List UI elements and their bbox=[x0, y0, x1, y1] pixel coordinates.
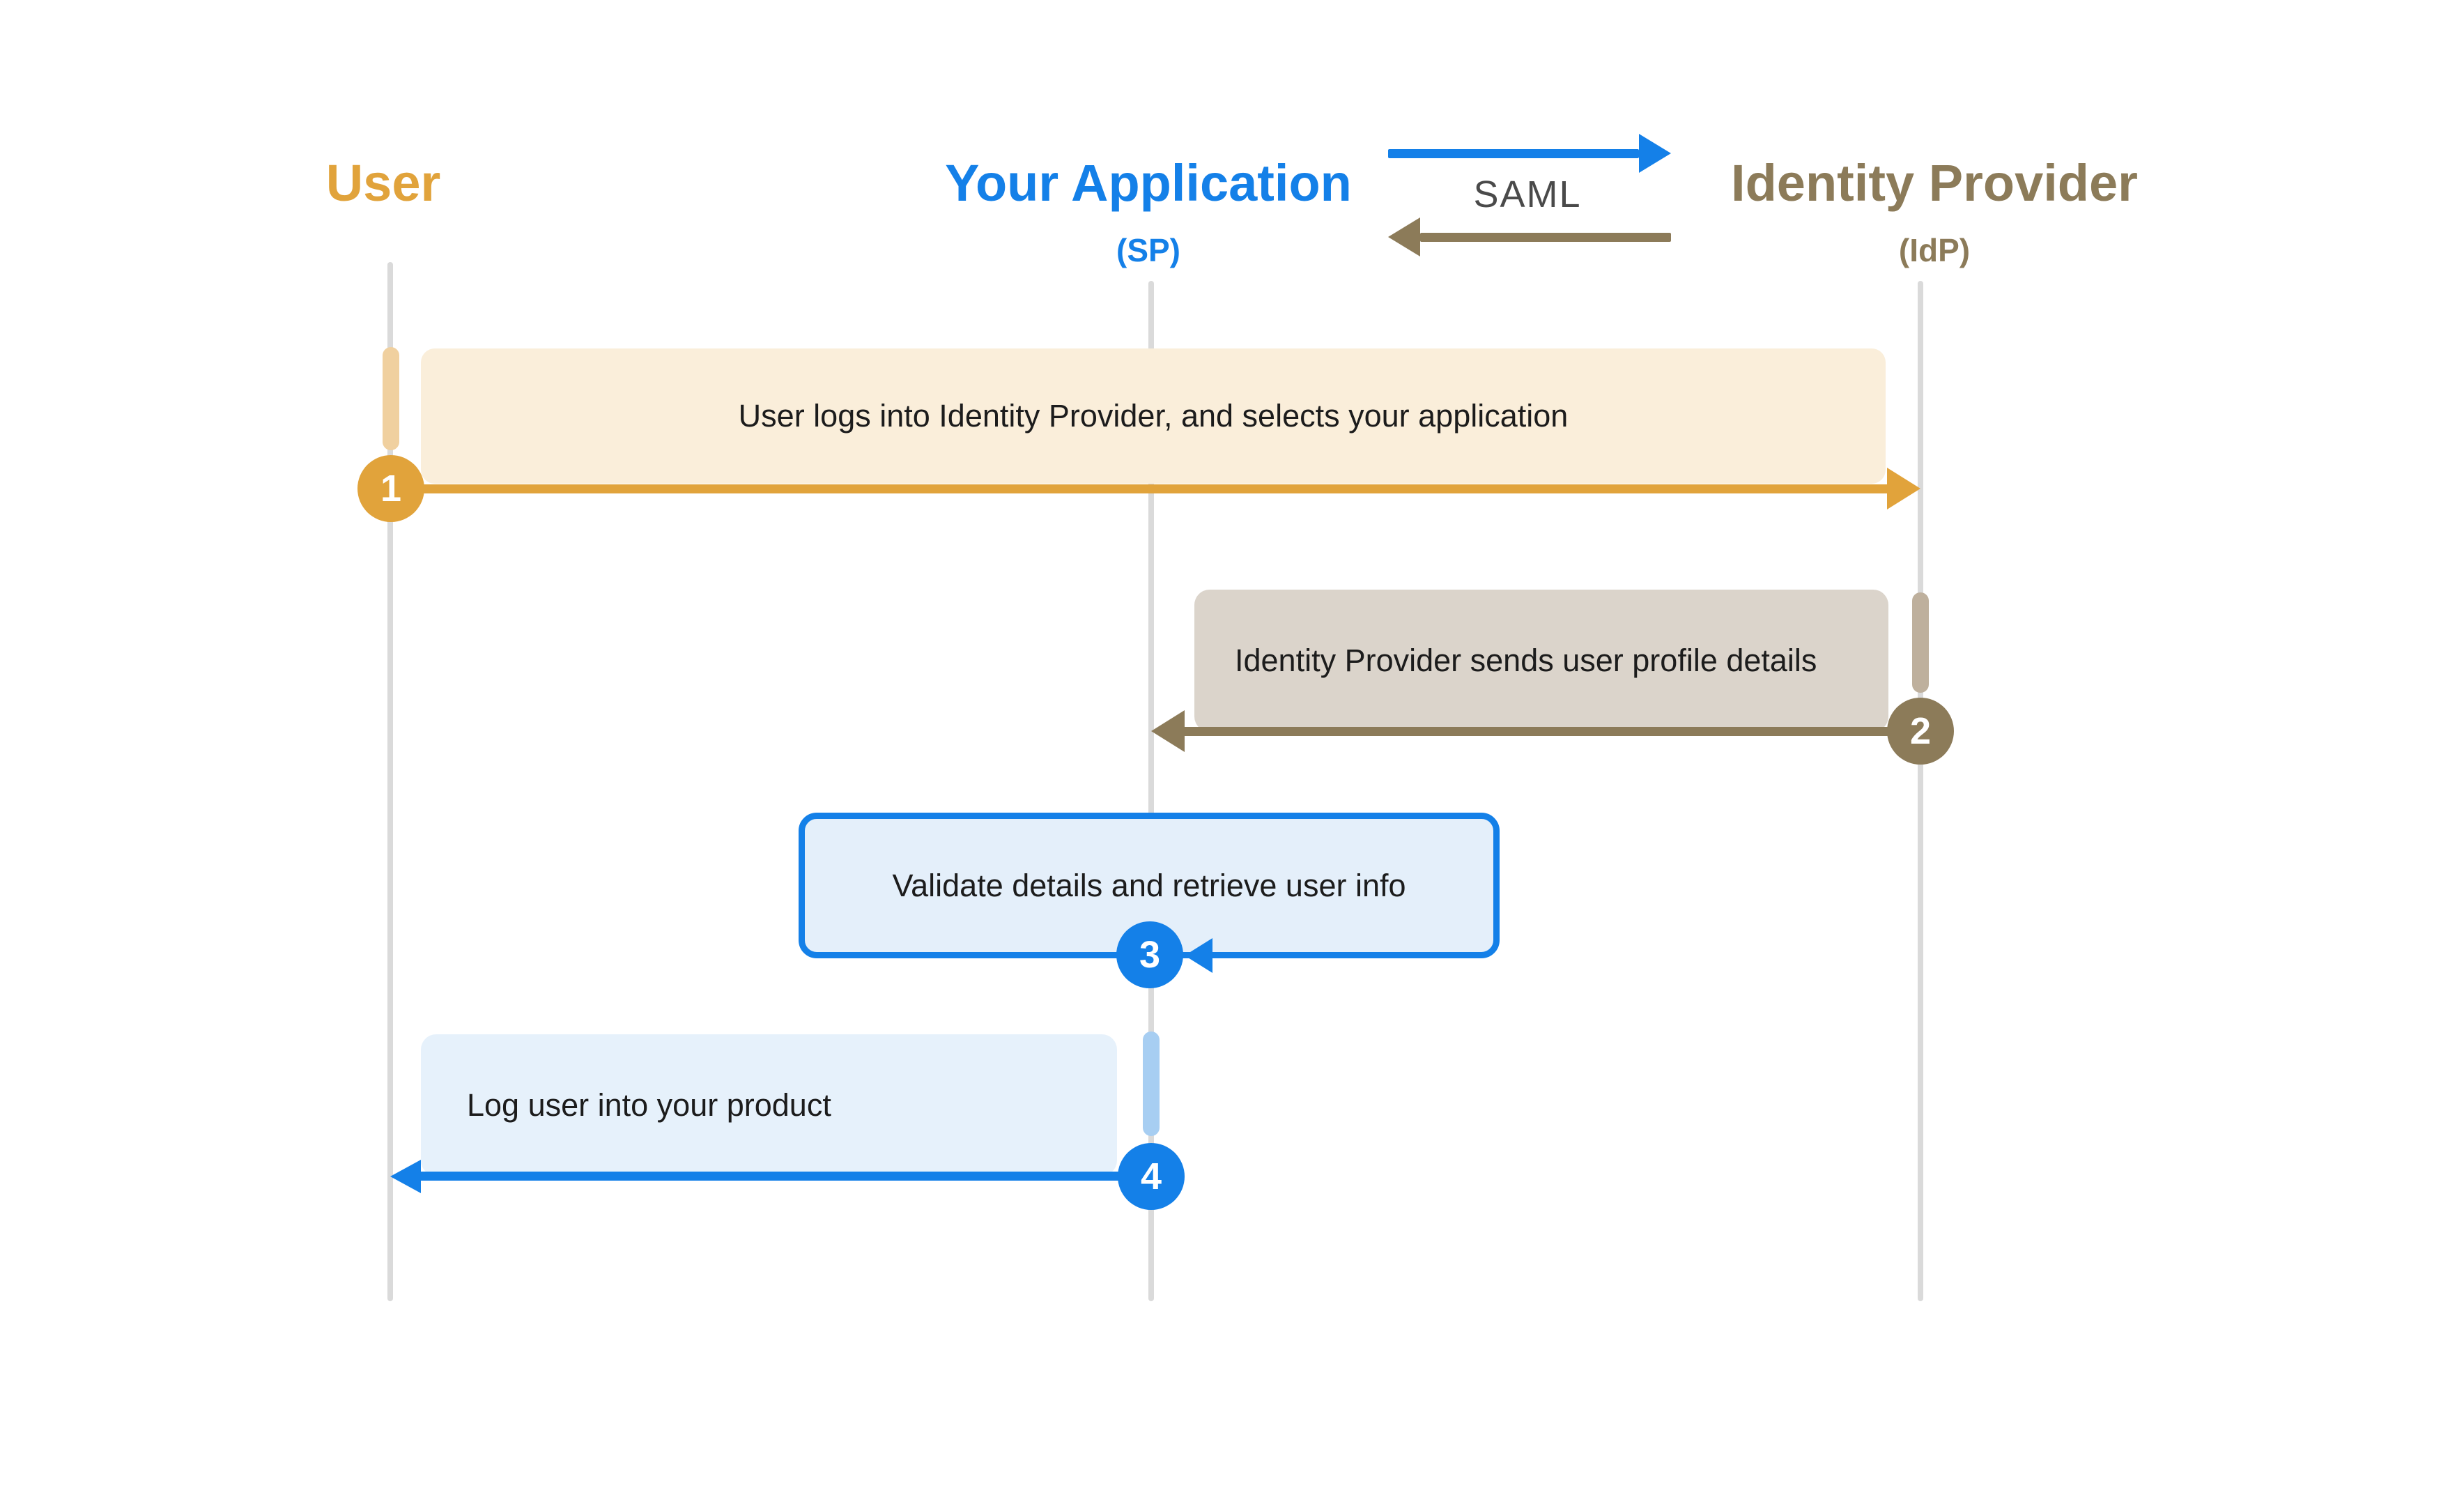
lifeline-user bbox=[387, 262, 393, 1301]
lifeline-idp bbox=[1918, 281, 1923, 1301]
activation-bar-app bbox=[1143, 1031, 1160, 1136]
step1-arrow-line bbox=[391, 484, 1888, 493]
step2-badge: 2 bbox=[1887, 698, 1954, 765]
step4-message-box: Log user into your product bbox=[421, 1034, 1117, 1176]
step2-badge-number: 2 bbox=[1909, 710, 1932, 752]
step4-arrow-line bbox=[421, 1172, 1151, 1181]
actor-app-sublabel: (SP) bbox=[1116, 232, 1180, 268]
actor-idp-label: Identity Provider bbox=[1731, 154, 2138, 212]
step3-message-text: Validate details and retrieve user info bbox=[892, 867, 1406, 903]
step1-message-text: User logs into Identity Provider, and se… bbox=[738, 398, 1569, 434]
step4-badge: 4 bbox=[1118, 1143, 1185, 1210]
step1-badge-number: 1 bbox=[380, 468, 402, 509]
actor-user-label: User bbox=[325, 154, 441, 212]
step4-message-text: Log user into your product bbox=[467, 1087, 831, 1123]
step2-arrowhead-left-icon bbox=[1151, 710, 1185, 752]
legend-arrow-left-icon bbox=[1388, 217, 1420, 256]
legend-saml-label: SAML bbox=[1473, 174, 1582, 215]
actor-app-label: Your Application bbox=[945, 154, 1352, 212]
legend-arrow-left-line bbox=[1420, 233, 1671, 242]
step1-arrowhead-right-icon bbox=[1887, 468, 1920, 509]
actor-idp-sublabel: (IdP) bbox=[1898, 232, 1971, 268]
step1-badge: 1 bbox=[357, 455, 424, 522]
legend-arrow-right-line bbox=[1388, 149, 1639, 158]
activation-bar-user bbox=[383, 347, 399, 450]
step3-badge-number: 3 bbox=[1139, 934, 1161, 976]
step3-badge: 3 bbox=[1116, 921, 1183, 988]
activation-bar-idp bbox=[1912, 592, 1929, 693]
step3-arrowhead-left-icon bbox=[1185, 938, 1212, 973]
step2-message-box: Identity Provider sends user profile det… bbox=[1194, 590, 1888, 732]
step2-arrow-line bbox=[1185, 727, 1920, 736]
step4-arrowhead-left-icon bbox=[390, 1160, 421, 1193]
step4-badge-number: 4 bbox=[1140, 1156, 1162, 1197]
lifeline-app bbox=[1148, 281, 1154, 1301]
legend-arrow-right-icon bbox=[1639, 134, 1671, 173]
step2-message-text: Identity Provider sends user profile det… bbox=[1235, 643, 1817, 678]
step1-message-box: User logs into Identity Provider, and se… bbox=[421, 348, 1886, 484]
